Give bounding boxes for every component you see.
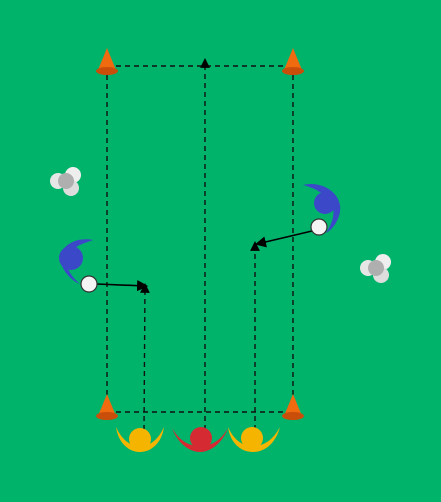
attacker-left: [116, 427, 164, 452]
pass-line-left: [96, 280, 149, 292]
cone-bottom-right: [282, 394, 304, 420]
defender-right: [303, 184, 341, 233]
ball-pile-icon: [368, 260, 384, 276]
training-cone-icon: [284, 48, 302, 70]
cone-top-left: [96, 48, 118, 75]
drill-area-boundary: [106, 65, 294, 413]
player-top-view-icon: [228, 427, 280, 452]
training-cone-icon: [98, 48, 116, 70]
ball-pile-right: [360, 254, 391, 283]
player-top-view-icon: [172, 428, 228, 452]
soccer-ball-icon: [310, 218, 328, 236]
cone-top-right: [282, 48, 304, 75]
ball-pile-left: [50, 167, 81, 196]
cone-bottom-left: [96, 394, 118, 420]
training-cone-icon: [98, 394, 116, 416]
player-top-view-icon: [116, 427, 164, 452]
pass-line-right: [254, 230, 313, 248]
run-line-left: [140, 283, 150, 431]
defender-left: [59, 239, 93, 284]
attacker-center: [172, 427, 228, 452]
attacker-right: [228, 427, 280, 452]
training-cone-icon: [284, 394, 302, 416]
soccer-ball-icon: [80, 275, 98, 293]
ball-pile-icon: [58, 173, 74, 189]
